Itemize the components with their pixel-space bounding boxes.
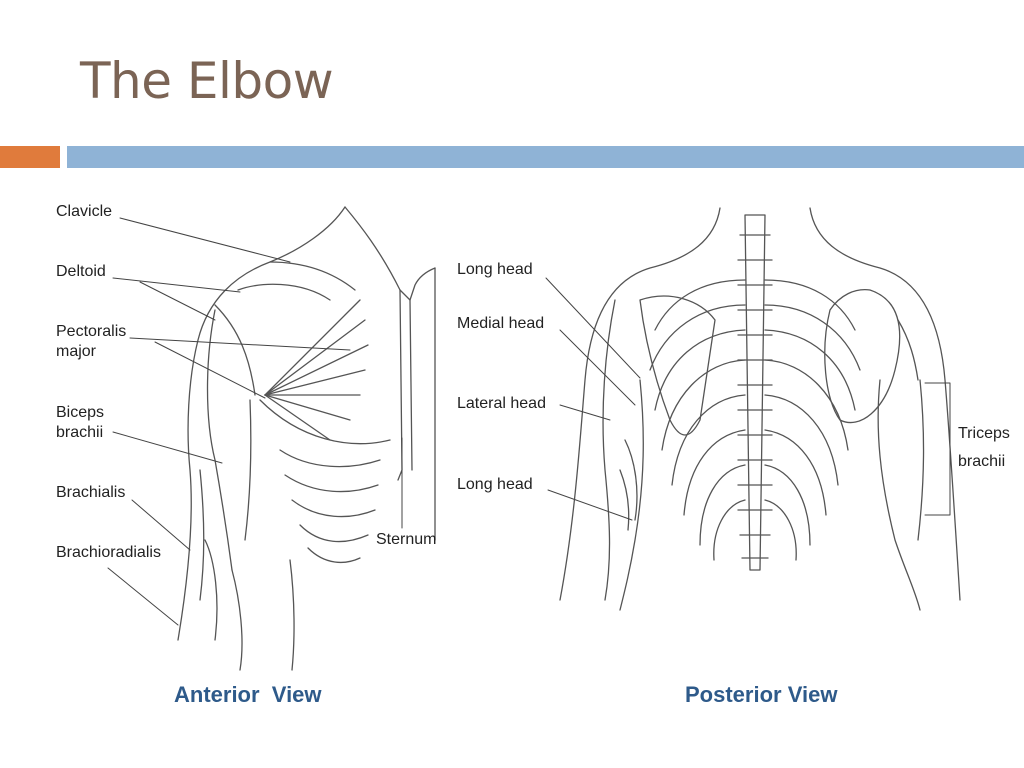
anatomy-illustration (107, 206, 961, 671)
label-sternum: Sternum (376, 531, 436, 548)
caption-anterior-view: Anterior View (174, 682, 322, 707)
label-clavicle: Clavicle (56, 203, 113, 220)
label-lateral-head: Lateral head (457, 395, 546, 412)
label-brachialis: Brachialis (56, 484, 126, 501)
label-biceps-line2: brachii (56, 424, 104, 441)
label-long-head-top: Long head (457, 261, 533, 278)
label-long-head-bottom: Long head (457, 476, 533, 493)
label-pectoralis-line1: Pectoralis (56, 323, 127, 340)
label-deltoid: Deltoid (56, 263, 106, 280)
posterior-leader-lines (545, 277, 951, 521)
label-triceps-line1: Triceps (958, 425, 1010, 442)
accent-bar-orange (0, 146, 60, 168)
label-triceps-line2: brachii (958, 453, 1006, 470)
label-pectoralis-line2: major (56, 343, 97, 360)
anterior-figure (177, 206, 436, 671)
slide-title: The Elbow (80, 52, 334, 110)
caption-posterior-view: Posterior View (685, 682, 838, 707)
posterior-figure (559, 207, 961, 611)
label-brachioradialis: Brachioradialis (56, 544, 161, 561)
anterior-leader-lines (107, 217, 403, 626)
accent-bar-blue (67, 146, 1024, 168)
label-biceps-line1: Biceps (56, 404, 105, 421)
label-medial-head: Medial head (457, 315, 545, 332)
